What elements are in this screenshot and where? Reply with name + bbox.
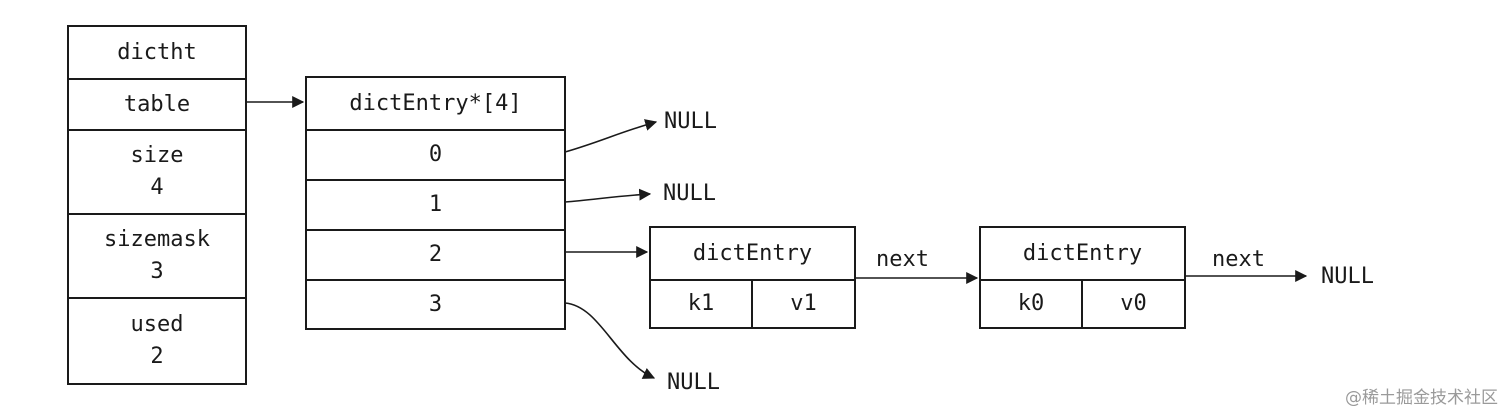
arrow-slot0-null [564, 119, 658, 153]
dictht-sizemask-field: sizemask 3 [69, 213, 245, 297]
table-slot-2: 2 [307, 229, 564, 279]
null-label-slot3: NULL [667, 370, 720, 395]
entry-value: v0 [1120, 291, 1147, 316]
arrow-slot3-null [564, 302, 656, 379]
dict-entry-k0: dictEntry k0 v0 [979, 226, 1186, 329]
table-array-header: dictEntry*[4] [349, 90, 522, 116]
arrow-slot1-null [564, 188, 652, 203]
entry-key: k0 [981, 281, 1083, 327]
table-slot-0: 0 [307, 129, 564, 179]
dict-entry-kv-row: k1 v1 [651, 279, 854, 327]
dict-entry-kv-row: k0 v0 [981, 279, 1184, 327]
watermark: @稀土掘金技术社区 [1345, 388, 1498, 408]
entry-value: v1 [790, 291, 817, 316]
dictht-struct: dictht table size 4 sizemask 3 used 2 [67, 25, 247, 385]
next-label-entry1: next [876, 247, 929, 272]
dictht-used-field: used 2 [69, 297, 245, 383]
dictht-table-field: table [69, 78, 245, 129]
dictht-header: dictht [117, 39, 197, 65]
dict-entry-header: dictEntry [1022, 240, 1143, 266]
null-label-slot1: NULL [663, 181, 716, 206]
dict-entry-header: dictEntry [692, 240, 813, 266]
table-slot-3: 3 [307, 279, 564, 328]
null-label-entry2: NULL [1321, 264, 1374, 289]
next-label-entry2: next [1212, 247, 1265, 272]
table-array: dictEntry*[4] 0 1 2 3 [305, 76, 566, 330]
table-slot-1: 1 [307, 179, 564, 229]
dictht-size-field: size 4 [69, 129, 245, 213]
entry-key: k1 [651, 281, 753, 327]
dict-entry-k1: dictEntry k1 v1 [649, 226, 856, 329]
null-label-slot0: NULL [664, 109, 717, 134]
